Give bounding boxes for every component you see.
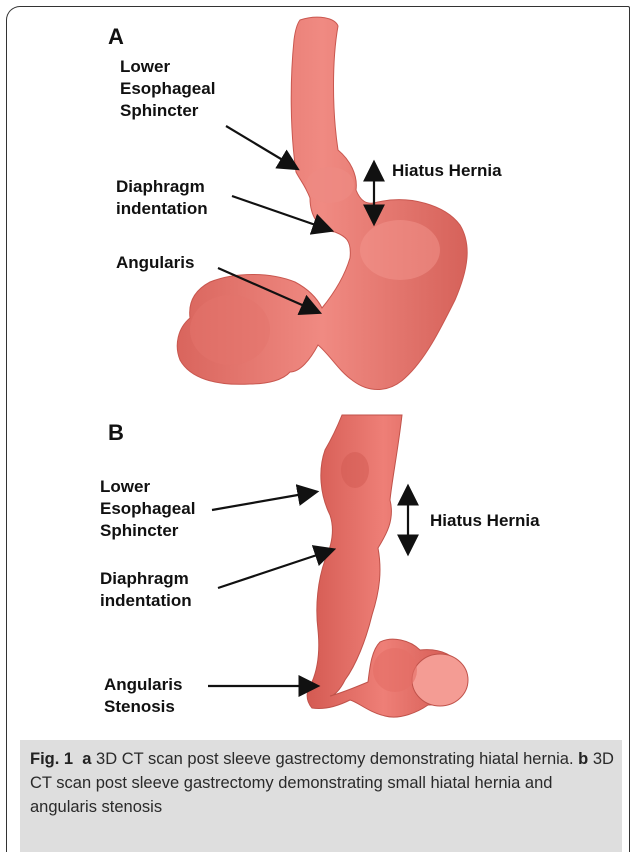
panel-a-angularis-label: Angularis <box>116 252 194 274</box>
panel-a-les-line2: Esophageal <box>120 78 215 100</box>
panel-a-les-line1: Lower <box>120 56 215 78</box>
panel-b-les-line3: Sphincter <box>100 520 195 542</box>
panel-a-les-line3: Sphincter <box>120 100 215 122</box>
panel-b-diaphragm-line2: indentation <box>100 590 192 612</box>
figure-illustration <box>0 0 636 740</box>
panel-a-diaphragm-line2: indentation <box>116 198 208 220</box>
panel-b-letter: B <box>108 420 124 446</box>
panel-b-diaphragm-line1: Diaphragm <box>100 568 192 590</box>
caption-b-letter: b <box>578 750 588 768</box>
panel-a-stomach-model <box>177 17 467 389</box>
panel-b-angularis-line1: Angularis <box>104 674 182 696</box>
panel-a-diaphragm-line1: Diaphragm <box>116 176 208 198</box>
panel-b-diaphragm-arrow <box>218 550 332 588</box>
panel-b-hernia-label: Hiatus Hernia <box>430 510 540 532</box>
panel-a-les-label: Lower Esophageal Sphincter <box>120 56 215 122</box>
panel-b-stomach-model <box>307 415 468 717</box>
caption-a-text: 3D CT scan post sleeve gastrectomy demon… <box>91 750 578 768</box>
panel-b-les-line2: Esophageal <box>100 498 195 520</box>
panel-a-letter: A <box>108 24 124 50</box>
figure-caption: Fig. 1 a 3D CT scan post sleeve gastrect… <box>30 747 620 819</box>
panel-b-angularis-line2: Stenosis <box>104 696 182 718</box>
panel-b-les-arrow <box>212 492 315 510</box>
panel-a-les-arrow <box>226 126 296 168</box>
panel-b-diaphragm-label: Diaphragm indentation <box>100 568 192 612</box>
panel-b-angularis-label: Angularis Stenosis <box>104 674 182 718</box>
panel-b-les-line1: Lower <box>100 476 195 498</box>
panel-b-les-label: Lower Esophageal Sphincter <box>100 476 195 542</box>
panel-a-hernia-label: Hiatus Hernia <box>392 160 502 182</box>
panel-a-diaphragm-label: Diaphragm indentation <box>116 176 208 220</box>
caption-fig-label: Fig. 1 <box>30 750 73 768</box>
